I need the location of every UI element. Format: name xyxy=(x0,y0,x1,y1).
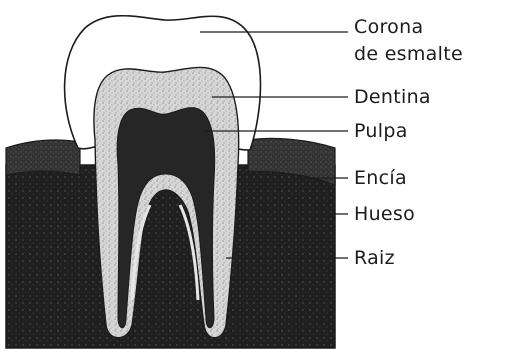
bone-region xyxy=(6,165,335,348)
label-pulpa: Pulpa xyxy=(354,120,408,142)
label-hueso: Hueso xyxy=(354,203,415,225)
label-corona-line2: de esmalte xyxy=(354,43,463,65)
gum-region xyxy=(6,140,80,175)
label-dentina: Dentina xyxy=(354,86,431,108)
label-corona-line1: Corona xyxy=(354,16,423,38)
label-encia: Encía xyxy=(354,167,407,189)
label-raiz: Raiz xyxy=(354,247,395,269)
